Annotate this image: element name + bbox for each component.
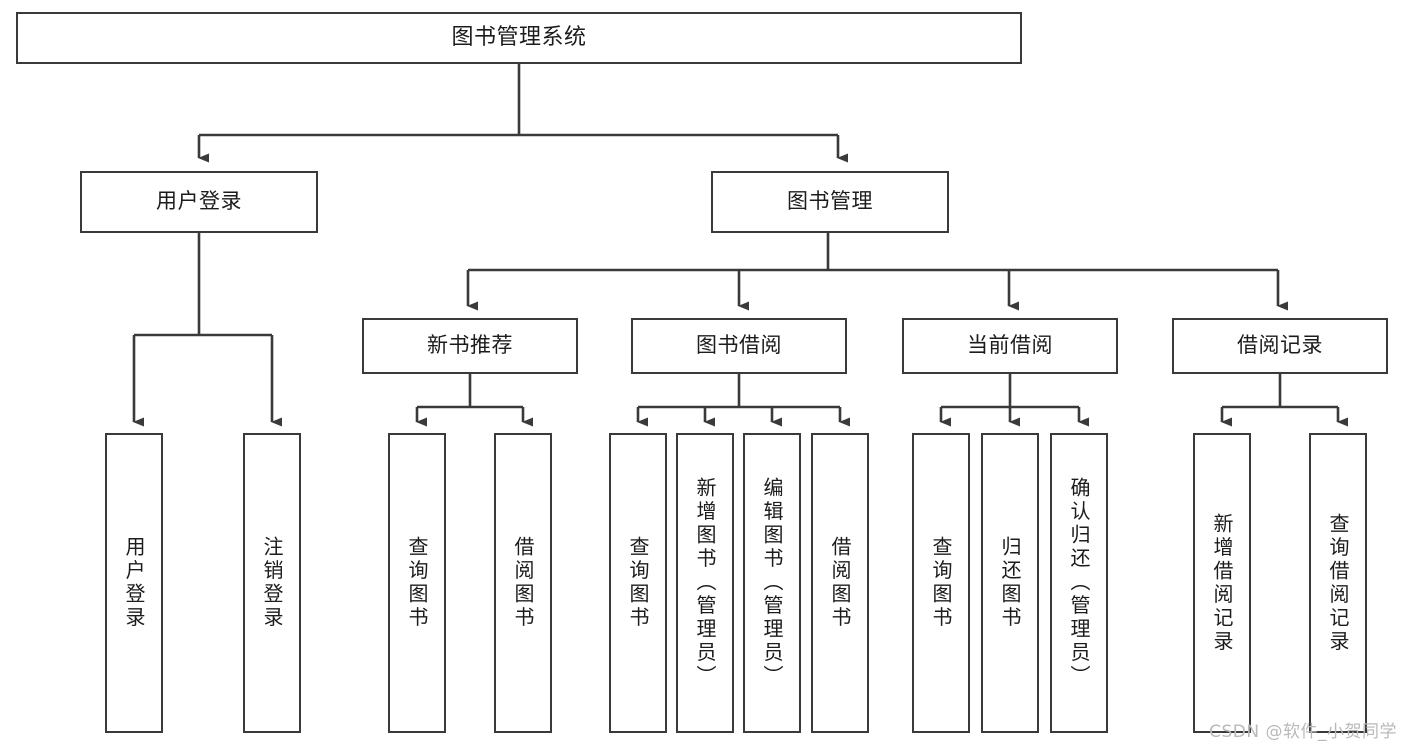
node-label: 注销登录 [260, 536, 284, 630]
node-label: 确认归还（管理员） [1067, 477, 1091, 689]
node-label: 新书推荐 [427, 333, 513, 358]
node-label: 归还图书 [998, 536, 1022, 630]
node-label: 借阅图书 [511, 536, 535, 630]
node-label: 用户登录 [156, 189, 242, 214]
node-label: 图书管理 [787, 189, 873, 214]
node-current-borrow[interactable]: 当前借阅 [902, 318, 1118, 374]
node-label: 借阅图书 [828, 536, 852, 630]
leaf-logout[interactable]: 注销登录 [243, 433, 301, 733]
node-label: 新增借阅记录 [1210, 512, 1234, 654]
node-label: 借阅记录 [1237, 333, 1323, 358]
node-label: 查询图书 [626, 536, 650, 630]
node-root-system[interactable]: 图书管理系统 [16, 12, 1022, 64]
node-label: 图书管理系统 [451, 25, 587, 51]
node-book-management[interactable]: 图书管理 [711, 171, 949, 233]
node-label: 查询图书 [405, 536, 429, 630]
leaf-add-book-admin[interactable]: 新增图书（管理员） [676, 433, 734, 733]
leaf-query-borrow-record[interactable]: 查询借阅记录 [1309, 433, 1367, 733]
node-label: 编辑图书（管理员） [760, 477, 784, 689]
leaf-user-login[interactable]: 用户登录 [105, 433, 163, 733]
leaf-query-book-borrow[interactable]: 查询图书 [609, 433, 667, 733]
node-label: 查询借阅记录 [1326, 512, 1350, 654]
csdn-watermark: CSDN @软件_小贺同学 [1209, 722, 1397, 742]
node-label: 新增图书（管理员） [693, 477, 717, 689]
node-label: 图书借阅 [696, 333, 782, 358]
leaf-borrow-book[interactable]: 借阅图书 [811, 433, 869, 733]
leaf-query-book-current[interactable]: 查询图书 [912, 433, 970, 733]
leaf-query-book-newbook[interactable]: 查询图书 [388, 433, 446, 733]
node-book-borrow[interactable]: 图书借阅 [631, 318, 847, 374]
leaf-return-book[interactable]: 归还图书 [981, 433, 1039, 733]
leaf-confirm-return-admin[interactable]: 确认归还（管理员） [1050, 433, 1108, 733]
node-user-login[interactable]: 用户登录 [80, 171, 318, 233]
leaf-borrow-book-newbook[interactable]: 借阅图书 [494, 433, 552, 733]
node-new-book-recommend[interactable]: 新书推荐 [362, 318, 578, 374]
leaf-add-borrow-record[interactable]: 新增借阅记录 [1193, 433, 1251, 733]
node-label: 查询图书 [929, 536, 953, 630]
node-label: 当前借阅 [967, 333, 1053, 358]
node-label: 用户登录 [122, 536, 146, 630]
node-borrow-record[interactable]: 借阅记录 [1172, 318, 1388, 374]
leaf-edit-book-admin[interactable]: 编辑图书（管理员） [743, 433, 801, 733]
